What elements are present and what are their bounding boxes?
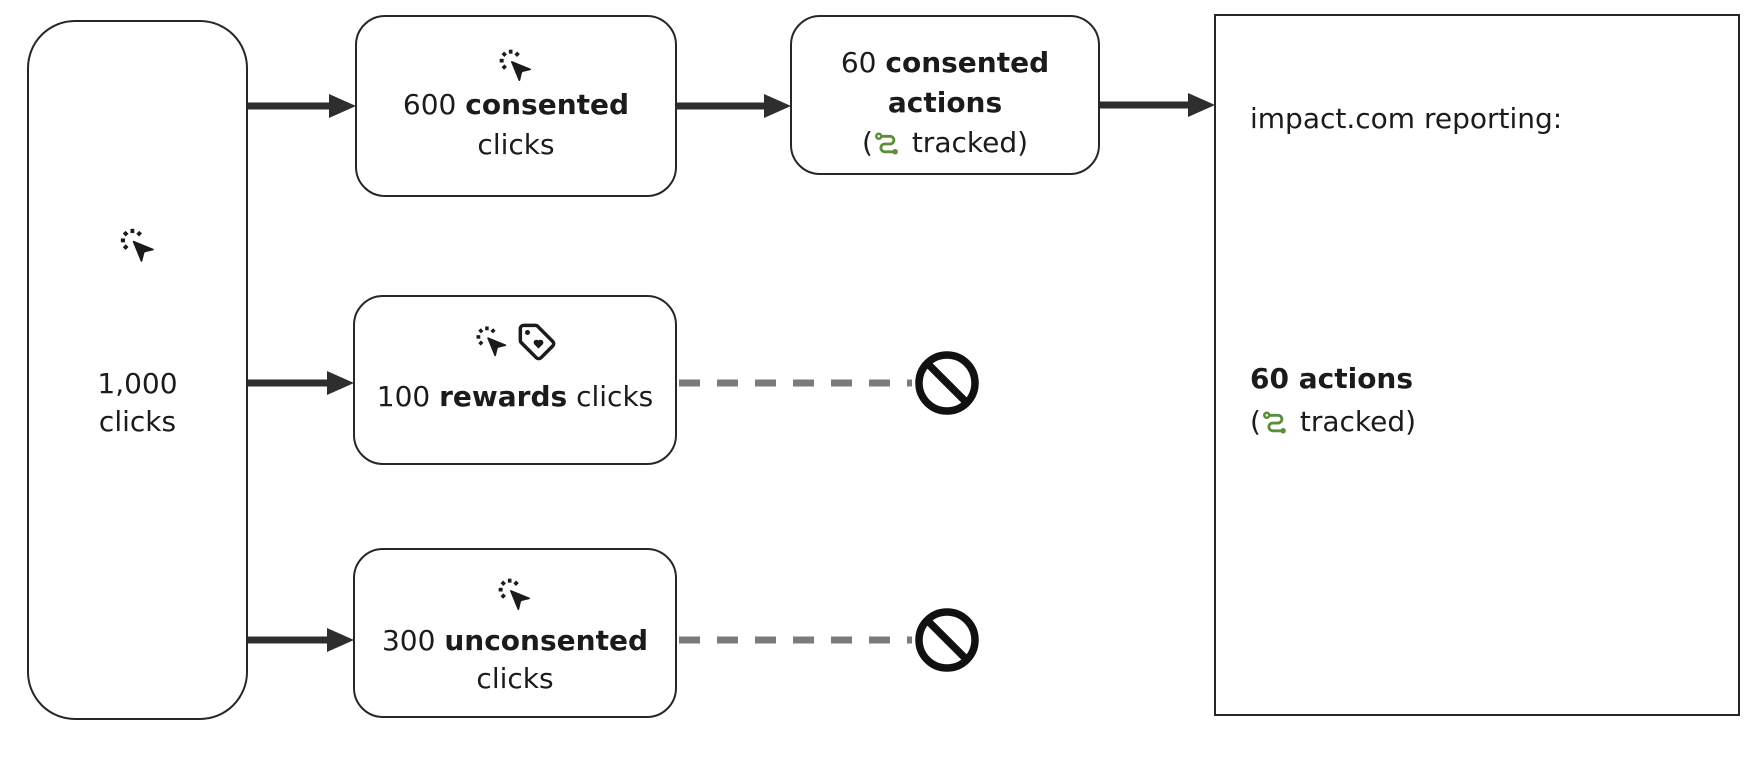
tag-heart-icon [517,323,557,360]
unconsented-clicks-emphasis: unconsented [444,624,648,657]
route-icon [873,126,903,159]
consented-actions-count: 60 [840,46,877,79]
consented-clicks-unit: clicks [477,128,555,161]
unconsented-clicks-count: 300 [381,624,436,657]
prohibition-icon [915,608,979,672]
consented-clicks-count: 600 [402,88,457,121]
route-icon [1261,405,1291,438]
arrow-source-to-unconsented-clicks [248,628,354,652]
rewards-clicks-node: 100 rewards clicks [353,295,677,465]
cursor-click-icon [495,578,535,610]
source-clicks-node: 1,000 clicks [27,20,248,720]
cursor-click-icon [473,325,516,356]
arrow-source-to-consented-clicks [248,94,356,118]
reporting-result: 60 actions [1250,362,1414,395]
source-unit: clicks [98,405,177,438]
reporting-title: impact.com reporting: [1250,102,1563,135]
rewards-clicks-count: 100 [376,380,431,413]
arrow-consented-clicks-to-actions [677,94,791,118]
prohibition-icon [915,351,979,415]
paren-open: ( [1250,405,1261,438]
source-count: 1,000 [97,367,178,400]
unconsented-clicks-unit: clicks [476,662,554,695]
rewards-clicks-unit: clicks [576,380,654,413]
reporting-panel: impact.com reporting: 60 actions ( track… [1214,14,1740,716]
tracked-label: tracked) [1299,405,1417,438]
paren-open: ( [861,126,873,159]
consented-clicks-node: 600 consented clicks [355,15,677,197]
unconsented-clicks-node: 300 unconsented clicks [353,548,677,718]
rewards-clicks-emphasis: rewards [439,380,568,413]
consented-actions-emphasis: consented [885,46,1050,79]
tracked-label: tracked) [911,126,1029,159]
arrow-actions-to-reporting [1100,93,1215,117]
consented-actions-node: 60 consented actions ( tracked) [790,15,1100,175]
cursor-click-icon [117,228,159,262]
consented-clicks-emphasis: consented [465,88,630,121]
arrow-source-to-rewards-clicks [248,371,354,395]
cursor-click-icon [496,49,536,81]
consented-actions-emphasis2: actions [887,86,1003,119]
